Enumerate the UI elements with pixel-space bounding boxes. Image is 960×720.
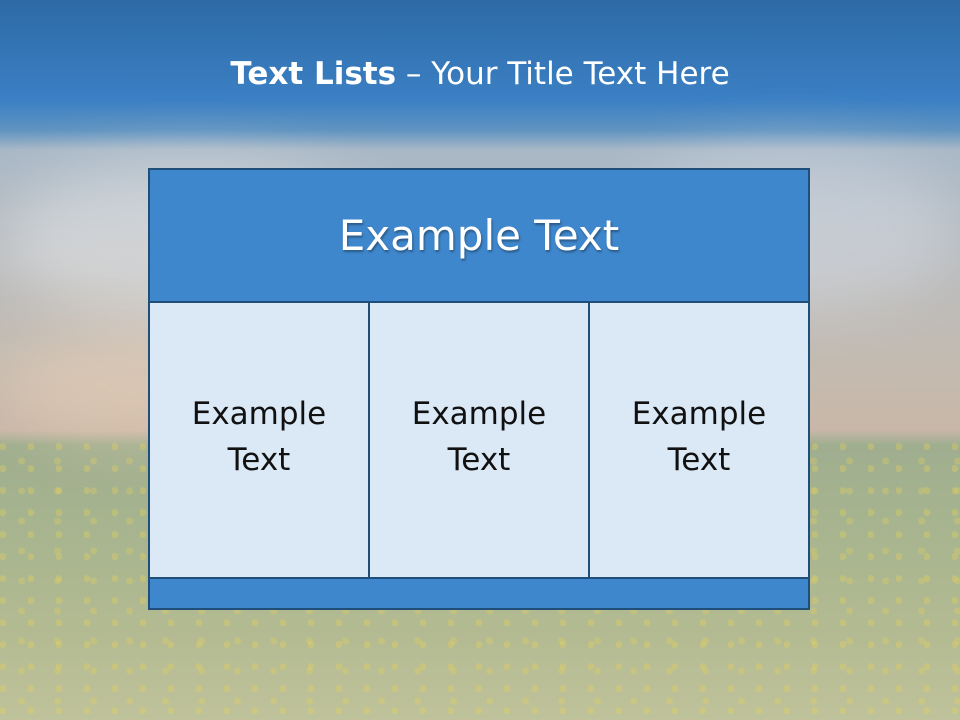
text-list-panel: Example Text Example Text Example Text E…: [148, 168, 810, 610]
panel-column-line: Text: [227, 442, 291, 478]
slide-title-bold: Text Lists: [230, 56, 397, 92]
panel-column-line: Example: [631, 396, 767, 432]
panel-column[interactable]: Example Text: [150, 303, 370, 577]
panel-footer-bar: [150, 577, 808, 608]
panel-column-line: Text: [667, 442, 731, 478]
panel-column[interactable]: Example Text: [370, 303, 590, 577]
panel-column-line: Text: [447, 442, 511, 478]
panel-column-line: Example: [191, 396, 327, 432]
panel-header[interactable]: Example Text: [150, 170, 808, 303]
panel-column-label: Example Text: [192, 391, 327, 483]
panel-column[interactable]: Example Text: [590, 303, 808, 577]
slide-title: Text Lists – Your Title Text Here: [0, 52, 960, 96]
panel-header-label: Example Text: [338, 211, 620, 260]
panel-column-label: Example Text: [632, 391, 767, 483]
slide-title-rest: – Your Title Text Here: [396, 56, 730, 92]
panel-column-line: Example: [411, 396, 547, 432]
panel-column-label: Example Text: [412, 391, 547, 483]
panel-columns: Example Text Example Text Example Text: [150, 303, 808, 577]
